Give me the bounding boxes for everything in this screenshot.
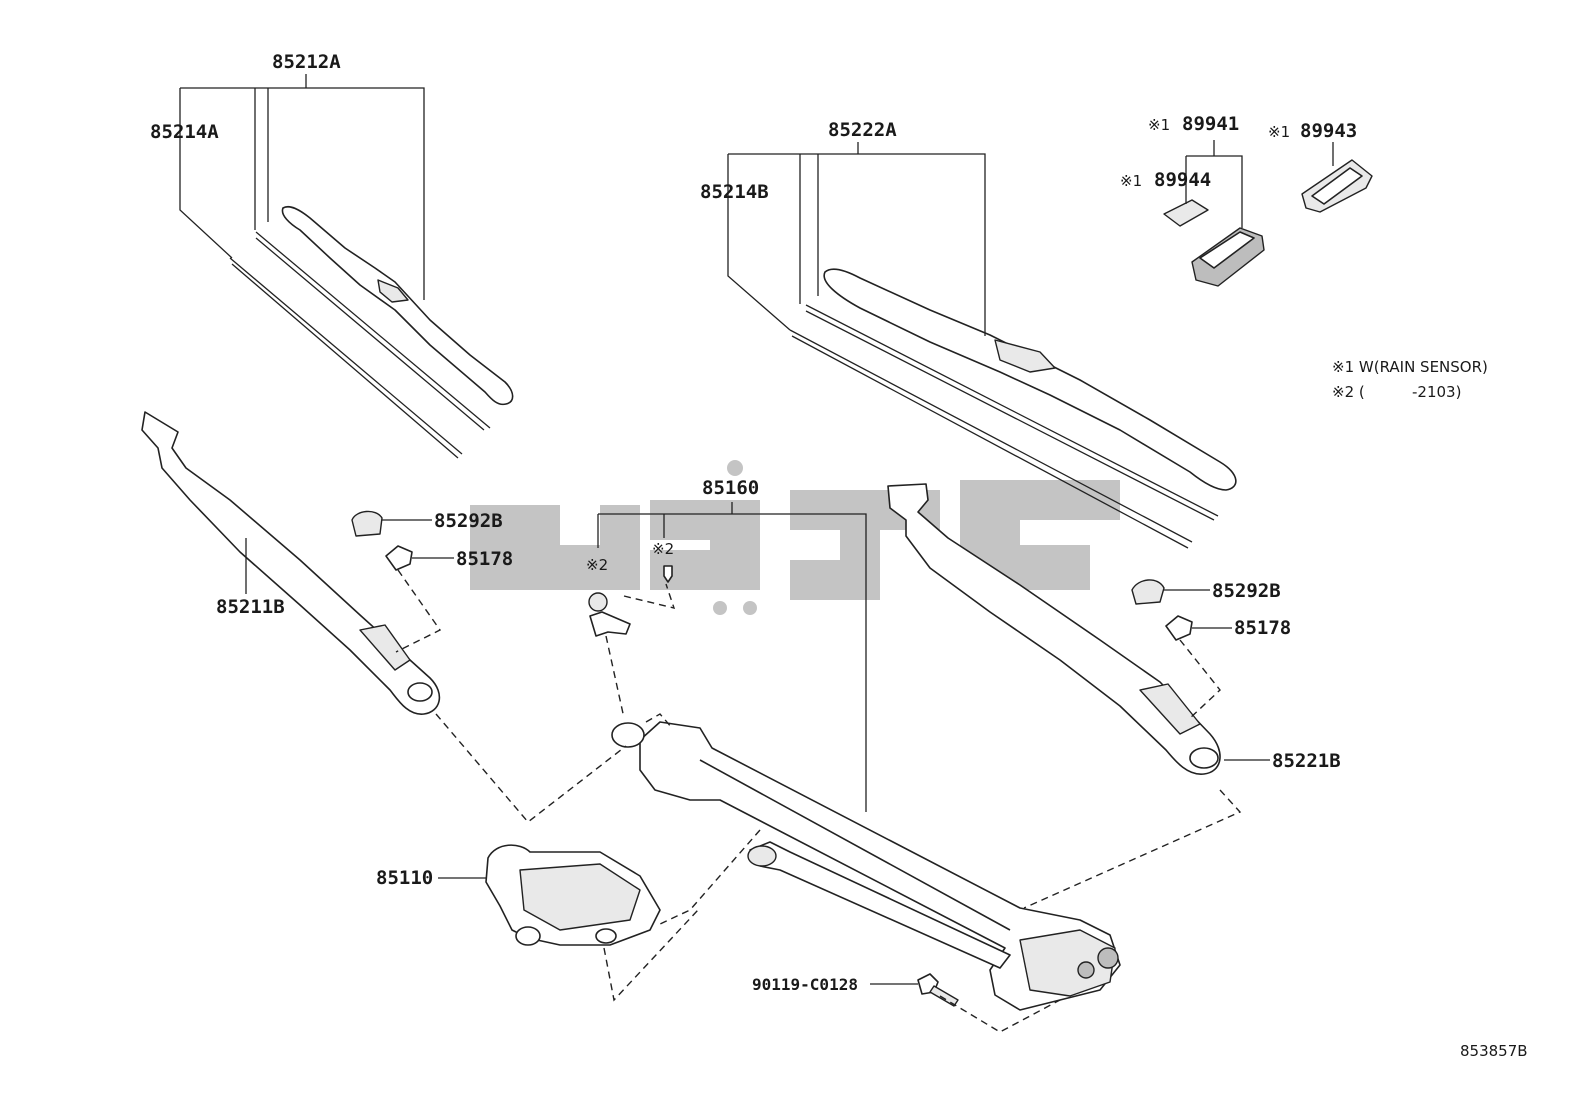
marker-note1-89943: ※1 bbox=[1268, 123, 1290, 141]
diagram-reference-number: 853857B bbox=[1460, 1042, 1528, 1060]
label-85211B: 85211B bbox=[216, 596, 285, 618]
label-85160: 85160 bbox=[702, 477, 759, 499]
wiper-blade-left bbox=[229, 205, 514, 459]
small-fasteners bbox=[588, 565, 673, 637]
bolt-90119 bbox=[917, 973, 959, 1007]
rain-sensor-parts bbox=[1163, 159, 1373, 287]
caps-and-nuts bbox=[351, 510, 1193, 641]
label-85110: 85110 bbox=[376, 867, 433, 889]
marker-note1-89944: ※1 bbox=[1120, 172, 1142, 190]
label-85212A: 85212A bbox=[272, 51, 341, 73]
note-2-open: ※2 ( bbox=[1332, 383, 1365, 401]
marker-note1-89941: ※1 bbox=[1148, 116, 1170, 134]
wiper-blade-right bbox=[789, 268, 1237, 549]
marker-note2-b: ※2 bbox=[586, 556, 608, 574]
notes: ※1 W(RAIN SENSOR) ※2 ( -2103) bbox=[1332, 358, 1488, 401]
label-85178-right: 85178 bbox=[1234, 617, 1291, 639]
label-85292B-right: 85292B bbox=[1212, 580, 1281, 602]
label-85214B: 85214B bbox=[700, 181, 769, 203]
part-labels: 85212A 85214A 85222A 85214B ※1 89941 ※1 … bbox=[150, 51, 1357, 994]
wiper-motor bbox=[485, 844, 661, 946]
label-85222A: 85222A bbox=[828, 119, 897, 141]
label-85178-left: 85178 bbox=[456, 548, 513, 570]
label-85292B-left: 85292B bbox=[434, 510, 503, 532]
dashed-assembly-lines bbox=[395, 569, 1242, 1033]
wiper-link-assembly bbox=[611, 721, 1121, 1011]
label-85214A: 85214A bbox=[150, 121, 219, 143]
watermark-logo bbox=[470, 460, 1120, 615]
note-2-close: -2103) bbox=[1412, 383, 1461, 401]
wiper-arm-right bbox=[887, 483, 1221, 775]
label-89943: 89943 bbox=[1300, 120, 1357, 142]
label-90119-C0128: 90119-C0128 bbox=[752, 975, 858, 994]
leader-lines bbox=[179, 74, 1334, 985]
label-89941: 89941 bbox=[1182, 113, 1239, 135]
note-rain-sensor: ※1 W(RAIN SENSOR) bbox=[1332, 358, 1488, 376]
wiper-arm-left bbox=[141, 411, 441, 715]
label-85221B: 85221B bbox=[1272, 750, 1341, 772]
label-89944: 89944 bbox=[1154, 169, 1211, 191]
marker-note2-a: ※2 bbox=[652, 540, 674, 558]
